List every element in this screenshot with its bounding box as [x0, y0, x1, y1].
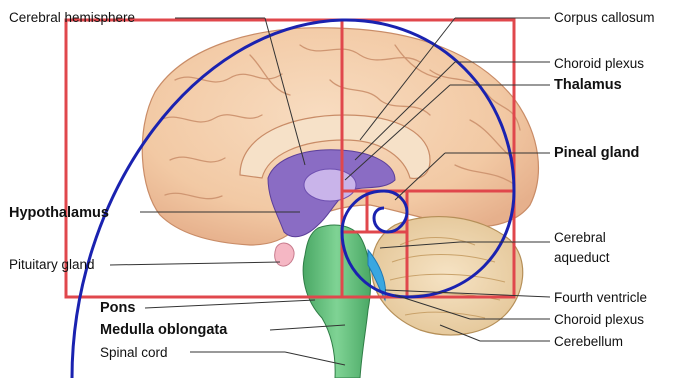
- label-pituitary-gland: Pituitary gland: [9, 257, 95, 273]
- label-fourth-ventricle: Fourth ventricle: [554, 290, 647, 306]
- label-pons: Pons: [100, 300, 135, 316]
- label-pineal-gland: Pineal gland: [554, 145, 639, 161]
- label-corpus-callosum: Corpus callosum: [554, 10, 655, 26]
- thalamus-shape: [304, 169, 356, 201]
- brainstem: [303, 225, 370, 378]
- label-choroid-plexus-top: Choroid plexus: [554, 56, 644, 72]
- label-hypothalamus: Hypothalamus: [9, 205, 109, 221]
- cerebellum-shape: [372, 217, 523, 335]
- label-cerebral-aqueduct-line1: Cerebral: [554, 230, 606, 246]
- label-spinal-cord: Spinal cord: [100, 345, 168, 361]
- label-thalamus: Thalamus: [554, 77, 622, 93]
- label-cerebral-hemisphere: Cerebral hemisphere: [9, 10, 135, 26]
- label-cerebral-aqueduct-line2: aqueduct: [554, 250, 610, 266]
- label-medulla-oblongata: Medulla oblongata: [100, 322, 227, 338]
- label-cerebellum: Cerebellum: [554, 334, 623, 350]
- label-choroid-plexus-bottom: Choroid plexus: [554, 312, 644, 328]
- pituitary-shape: [275, 243, 294, 266]
